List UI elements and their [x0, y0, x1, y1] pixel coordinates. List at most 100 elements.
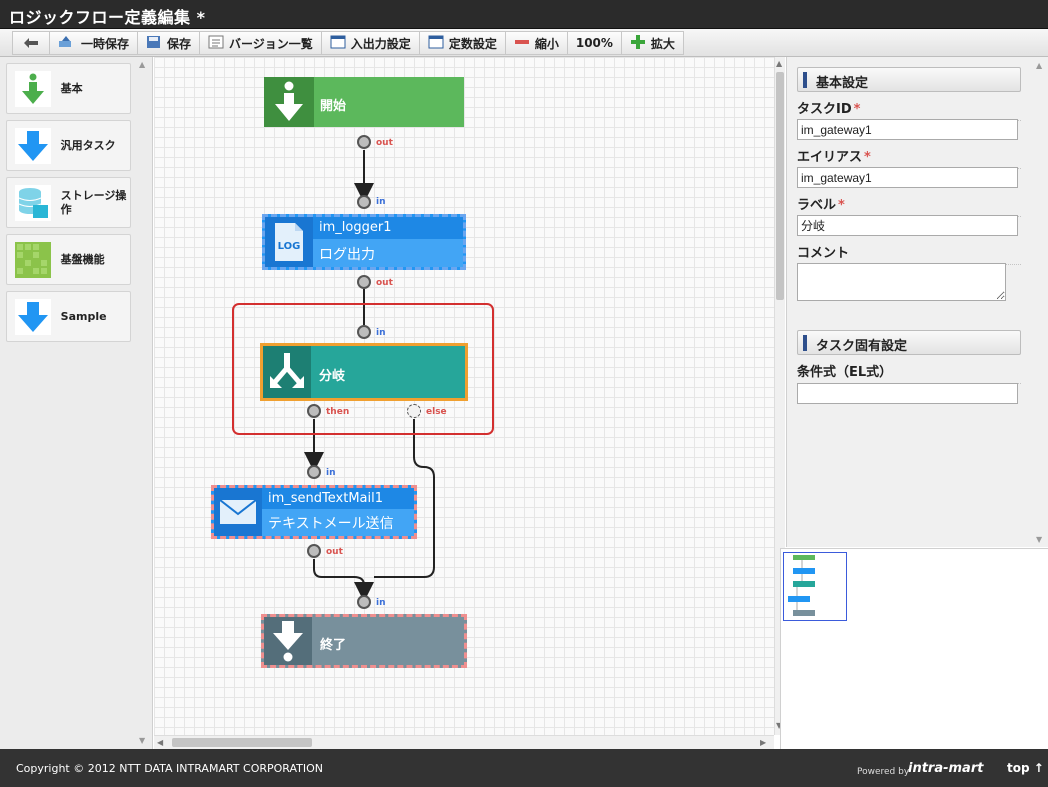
gateway-else-label: else	[426, 407, 447, 417]
palette-scroll-up-icon[interactable]: ▲	[139, 60, 146, 69]
temp-save-label: 一時保存	[81, 36, 130, 51]
gateway-else-port[interactable]	[407, 404, 421, 418]
zoom-out-button[interactable]: 縮小	[505, 31, 568, 55]
version-list-label: バージョン一覧	[229, 36, 313, 51]
horizontal-scroll-thumb[interactable]	[172, 738, 312, 747]
const-settings-button[interactable]: 定数設定	[419, 31, 506, 55]
props-scroll-up-icon[interactable]: ▲	[1036, 61, 1043, 70]
flow-connectors	[232, 150, 494, 602]
version-list-button[interactable]: バージョン一覧	[200, 31, 322, 55]
minimap-diagram	[788, 555, 815, 616]
task-specific-settings-header[interactable]: タスク固有設定	[797, 330, 1021, 355]
branch-icon	[263, 346, 311, 398]
toolbar: 一時保存 保存 バージョン一覧 入出力設定 定数設定 縮小 100% 拡大	[0, 29, 1048, 57]
alias-input[interactable]	[797, 167, 1018, 188]
envelope-icon	[214, 488, 262, 536]
arrow-left-icon	[24, 38, 38, 48]
task-specific-settings-title: タスク固有設定	[816, 339, 908, 354]
vertical-scroll-thumb[interactable]	[776, 72, 784, 300]
canvas-vertical-scrollbar[interactable]: ▲ ▼	[774, 57, 785, 735]
palette-item-label: 汎用タスク	[60, 138, 116, 152]
temp-save-icon	[58, 35, 76, 52]
save-icon	[146, 35, 162, 52]
log-file-icon: LOG	[265, 217, 313, 267]
basic-settings-header[interactable]: 基本設定	[797, 67, 1021, 92]
comment-textarea[interactable]	[797, 263, 1006, 301]
condition-input[interactable]	[797, 383, 1018, 404]
zoom-in-label: 拡大	[650, 36, 675, 51]
logger-out-label: out	[376, 278, 393, 288]
gateway-in-label: in	[376, 328, 386, 338]
palette-item-sample[interactable]: Sample	[6, 291, 131, 342]
logger-in-port[interactable]	[357, 195, 371, 209]
comment-label: コメント	[797, 242, 1021, 265]
task-palette: ▲ 基本 汎用タスク ストレージ操作 基盤機能 Sample ▼	[0, 57, 153, 749]
save-label: 保存	[167, 36, 192, 51]
flow-canvas[interactable]: 開始 out in LOG im_logger1 ログ出力 out in 分岐 …	[154, 57, 774, 735]
temp-save-button[interactable]: 一時保存	[50, 31, 139, 55]
logger-out-port[interactable]	[357, 275, 371, 289]
end-in-port[interactable]	[357, 595, 371, 609]
mail-out-label: out	[326, 547, 343, 557]
scroll-up-icon[interactable]: ▲	[776, 59, 783, 68]
scroll-down-icon[interactable]: ▼	[776, 721, 782, 730]
log-icon-text: LOG	[278, 241, 301, 252]
start-node[interactable]: 開始	[264, 77, 464, 127]
scroll-left-icon[interactable]: ◀	[157, 738, 164, 747]
label-label: ラベル*	[797, 194, 1021, 217]
condition-label: 条件式（EL式）	[797, 361, 1021, 384]
zoom-in-button[interactable]: 拡大	[621, 31, 684, 55]
overview-minimap[interactable]	[780, 548, 1048, 749]
gateway-in-port[interactable]	[357, 325, 371, 339]
start-label: 開始	[320, 99, 347, 114]
powered-by-text: Powered by	[857, 767, 910, 777]
required-mark: *	[838, 198, 845, 213]
props-scroll-down-icon[interactable]: ▼	[1036, 535, 1043, 544]
zoom-out-label: 縮小	[534, 36, 559, 51]
task-id-input[interactable]	[797, 119, 1018, 140]
palette-scroll-down-icon[interactable]: ▼	[139, 736, 146, 745]
save-button[interactable]: 保存	[138, 31, 201, 55]
io-settings-button[interactable]: 入出力設定	[321, 31, 420, 55]
palette-item-general-task[interactable]: 汎用タスク	[6, 120, 131, 171]
palette-item-storage[interactable]: ストレージ操作	[6, 177, 131, 228]
logger-in-label: in	[376, 197, 386, 207]
palette-item-label: ストレージ操作	[60, 188, 127, 216]
properties-panel: 基本設定 タスクID* エイリアス* ラベル* コメント タスク固有設定 条件式…	[786, 57, 1048, 547]
end-node[interactable]: 終了	[261, 614, 467, 668]
top-link[interactable]: top ↑	[1007, 761, 1044, 775]
palette-item-platform[interactable]: 基盤機能	[6, 234, 131, 285]
end-in-label: in	[376, 598, 386, 608]
basic-arrow-icon	[13, 69, 53, 109]
canvas-horizontal-scrollbar[interactable]: ◀ ▶	[154, 735, 774, 749]
mail-node[interactable]: im_sendTextMail1 テキストメール送信	[211, 485, 417, 539]
gateway-then-port[interactable]	[307, 404, 321, 418]
alias-label: エイリアス*	[797, 146, 1021, 169]
logger-node[interactable]: LOG im_logger1 ログ出力	[262, 214, 466, 270]
start-out-port[interactable]	[357, 135, 371, 149]
mail-text: im_sendTextMail1 テキストメール送信	[262, 488, 414, 536]
end-icon	[264, 617, 312, 665]
copyright-text: Copyright © 2012 NTT DATA INTRAMART CORP…	[16, 762, 324, 775]
zoom-level: 100%	[567, 31, 622, 55]
list-icon	[208, 35, 224, 52]
task-id-label: タスクID*	[797, 98, 1021, 121]
scroll-right-icon[interactable]: ▶	[760, 738, 767, 747]
gateway-node[interactable]: 分岐	[260, 343, 468, 401]
gateway-label: 分岐	[319, 369, 346, 384]
logger-id: im_logger1	[313, 217, 463, 239]
logger-text: im_logger1 ログ出力	[313, 217, 463, 267]
mail-in-port[interactable]	[307, 465, 321, 479]
label-input[interactable]	[797, 215, 1018, 236]
storage-icon	[13, 183, 53, 223]
plus-icon	[630, 34, 646, 52]
back-button[interactable]	[12, 31, 50, 55]
mail-out-port[interactable]	[307, 544, 321, 558]
palette-item-label: 基盤機能	[60, 252, 105, 266]
start-icon	[264, 77, 314, 127]
palette-item-basic[interactable]: 基本	[6, 63, 131, 114]
minimap-viewport-frame[interactable]	[783, 552, 847, 621]
const-settings-label: 定数設定	[448, 36, 497, 51]
window-icon	[330, 35, 346, 52]
required-mark: *	[864, 150, 871, 165]
